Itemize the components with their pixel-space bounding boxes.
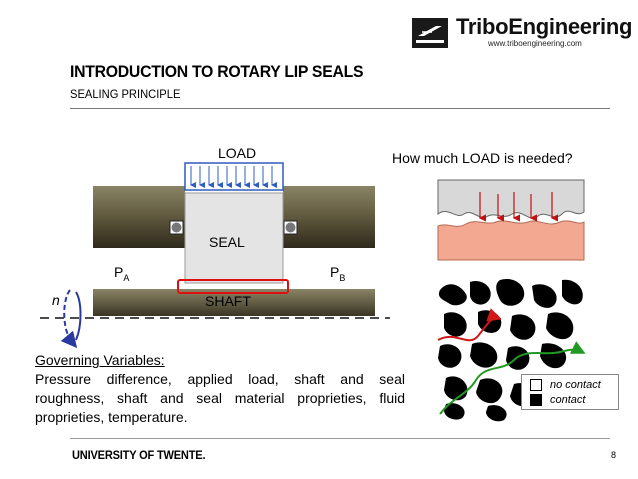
rotation-arrow-back — [75, 291, 82, 341]
rotation-arrow-icon — [60, 289, 78, 349]
university-name: UNIVERSITY OF TWENTE. — [72, 448, 206, 462]
footer-divider — [70, 438, 610, 439]
contact-swatch — [530, 394, 542, 406]
pressure-a-label: PA — [114, 264, 130, 283]
page-number: 8 — [611, 450, 617, 460]
legend-no-contact-label: no contact — [550, 379, 601, 391]
contact-zone-outline — [177, 279, 289, 294]
slide-subtitle: SEALING PRINCIPLE — [70, 87, 181, 101]
load-arrows — [190, 166, 277, 188]
slide-title: INTRODUCTION TO ROTARY LIP SEALS — [70, 62, 364, 81]
legend-row-contact: contact — [530, 393, 585, 407]
governing-variables-text: Pressure difference, applied load, shaft… — [35, 371, 405, 425]
no-contact-swatch — [530, 379, 542, 391]
shaft-label: SHAFT — [205, 293, 251, 309]
pressure-a-symbol: P — [114, 264, 124, 280]
seal-label: SEAL — [209, 234, 245, 250]
legend-row-no-contact: no contact — [530, 378, 601, 392]
contact-map-figure — [436, 276, 586, 422]
roughness-contact-figure — [436, 179, 586, 261]
housing-left — [93, 186, 185, 248]
triboengineering-logo-icon — [412, 18, 448, 48]
contact-legend: no contact contact — [521, 374, 619, 410]
o-ring-left-circle — [171, 222, 182, 233]
load-label: LOAD — [218, 145, 257, 161]
o-ring-right-circle — [285, 222, 296, 233]
seal-body — [184, 192, 284, 284]
pressure-a-subscript: A — [123, 273, 130, 283]
governing-variables-heading: Governing Variables: — [35, 352, 165, 368]
pressure-b-symbol: P — [330, 264, 340, 280]
pressure-b-label: PB — [330, 264, 346, 283]
rotation-speed-label: n — [52, 292, 60, 308]
logo-url: www.triboengineering.com — [488, 39, 582, 48]
housing-right — [283, 186, 375, 248]
load-question: How much LOAD is needed? — [392, 150, 573, 166]
legend-contact-label: contact — [550, 394, 586, 406]
header-divider — [70, 108, 610, 109]
pressure-b-subscript: B — [339, 273, 346, 283]
logo-brand-name: TriboEngineering — [456, 14, 633, 39]
